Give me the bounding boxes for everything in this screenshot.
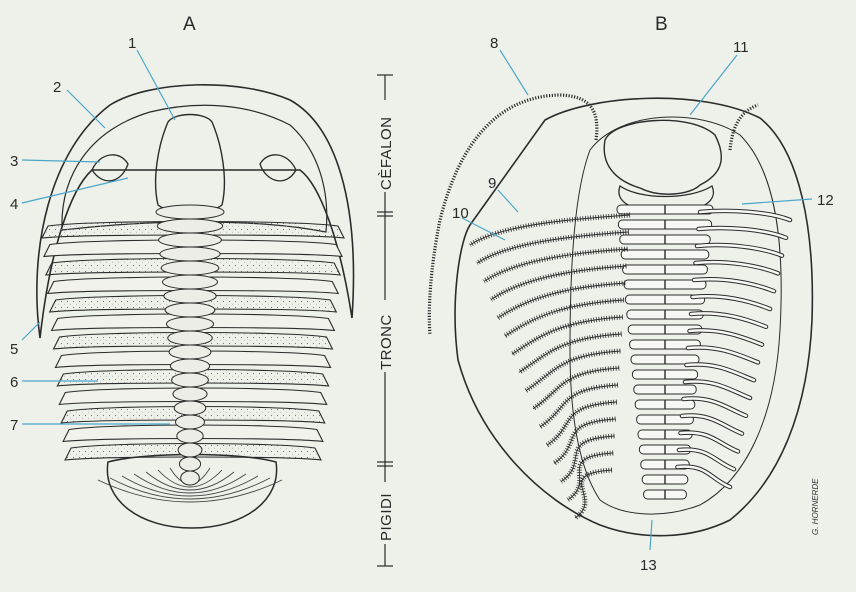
- axial-ring: [176, 428, 204, 444]
- axial-ring: [177, 442, 203, 458]
- gill-branch: [552, 416, 616, 466]
- label-7: 7: [10, 417, 18, 434]
- region-bracket: CÈFALON TRONC PIGIDI: [375, 74, 395, 567]
- hypostome: [603, 119, 723, 195]
- axial-ring: [163, 288, 217, 304]
- right-eye: [259, 154, 297, 182]
- axial-ring: [165, 316, 215, 332]
- axial-ring: [155, 204, 225, 220]
- label-3: 3: [10, 153, 18, 170]
- pygidium-rib: [133, 473, 247, 494]
- gill-branch: [538, 382, 619, 430]
- leader-1: [136, 49, 176, 121]
- antenna-left: [427, 93, 599, 336]
- gill-branch: [503, 297, 625, 339]
- leader-10: [461, 217, 506, 241]
- label-13: 13: [640, 557, 657, 574]
- glabella: [154, 113, 226, 214]
- axial-ring: [173, 400, 207, 416]
- ventral-axis: [616, 204, 714, 500]
- label-1: 1: [128, 35, 136, 52]
- label-8: 8: [490, 35, 498, 52]
- leader-5: [21, 321, 41, 341]
- leader-9: [497, 189, 519, 213]
- region-label-trunk: TRONC: [378, 314, 395, 370]
- label-5: 5: [10, 341, 18, 358]
- cephalon-shield: [36, 84, 355, 339]
- gill-branch: [482, 246, 628, 284]
- label-6: 6: [10, 374, 18, 391]
- leader-2: [66, 89, 106, 129]
- gill-branch: [573, 467, 613, 521]
- axial-ring: [164, 302, 216, 318]
- axial-ring: [171, 372, 209, 388]
- label-11: 11: [733, 39, 749, 56]
- panel-label-b: B: [655, 14, 668, 35]
- ventral-body: [454, 97, 814, 537]
- axial-lobe: [155, 204, 225, 486]
- panel-label-a: A: [183, 14, 196, 35]
- leader-lines: [21, 49, 813, 551]
- axial-ring: [168, 344, 212, 360]
- trilobite-ventral-view: [427, 93, 814, 537]
- ventral-body-inner: [569, 116, 782, 515]
- axial-ring: [175, 414, 205, 430]
- axial-ring: [156, 218, 224, 234]
- axial-ring: [158, 232, 222, 248]
- leader-3: [21, 159, 101, 163]
- pygidium-rib: [145, 471, 235, 491]
- label-4: 4: [10, 196, 18, 213]
- axial-ring: [169, 358, 211, 374]
- artist-signature: G. HORNERDE: [811, 478, 820, 535]
- leader-8: [499, 49, 529, 96]
- axial-ring: [178, 456, 202, 472]
- leader-13: [649, 519, 653, 551]
- leader-11: [689, 54, 738, 116]
- axial-ring: [167, 330, 213, 346]
- axial-ring: [162, 274, 218, 290]
- pygidium-rib: [109, 477, 271, 500]
- axial-ring: [172, 386, 208, 402]
- label-2: 2: [53, 79, 61, 96]
- pygidium-rib: [97, 479, 283, 503]
- axial-ring: [159, 246, 221, 262]
- region-label-pygidium: PIGIDI: [378, 493, 395, 541]
- antenna-right: [728, 103, 759, 151]
- axial-ring: [160, 260, 220, 276]
- pygidium-rib: [157, 469, 223, 488]
- pygidium-ribs: [97, 467, 283, 503]
- label-12: 12: [817, 192, 834, 209]
- label-9: 9: [488, 175, 496, 192]
- leader-12: [741, 198, 813, 205]
- gill-branches: [468, 212, 631, 521]
- axial-ring: [180, 470, 200, 486]
- label-10: 10: [452, 205, 469, 222]
- walking-legs: [675, 208, 793, 490]
- trilobite-dorsal-view: [36, 84, 355, 529]
- left-eye: [91, 154, 129, 182]
- region-label-cephalon: CÈFALON: [378, 116, 395, 190]
- leader-4: [21, 177, 129, 204]
- pygidium-rib: [121, 475, 259, 497]
